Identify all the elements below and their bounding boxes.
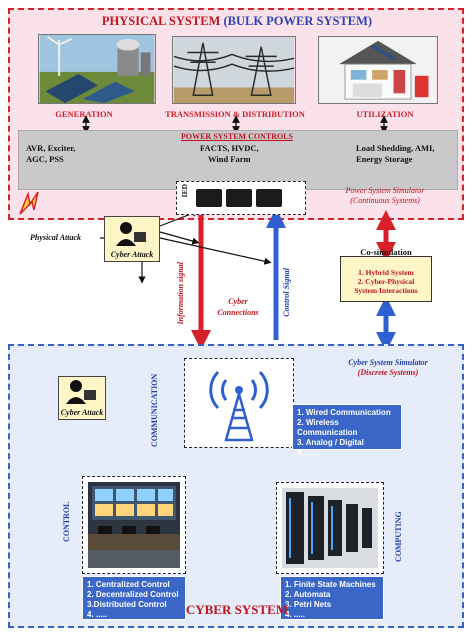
control-room-photo xyxy=(88,482,180,568)
lightning-icon xyxy=(19,191,39,215)
solar-wind-generation-photo xyxy=(38,34,156,104)
power-system-simulator-label: Power System Simulator(Continuous System… xyxy=(345,186,425,205)
controls-transmission-text: FACTS, HVDC,Wind Farm xyxy=(200,143,259,164)
physical-system-title: PHYSICAL SYSTEM (BULK POWER SYSTEM) xyxy=(101,14,373,28)
smart-home-photo xyxy=(318,36,438,104)
communication-label: COMMUNICATION xyxy=(150,373,159,447)
co-simulation-items: 1. Hybrid System 2. Cyber-Physical Syste… xyxy=(354,268,418,295)
cyber-attack-bottom-label: Cyber Attack xyxy=(60,408,104,417)
transmission-tower-photo xyxy=(172,36,296,104)
co-simulation-box xyxy=(340,256,432,302)
information-signal-label: Information signal xyxy=(176,262,185,325)
power-system-controls-title: POWER SYSTEM CONTROLS xyxy=(180,132,294,141)
cyber-system-title: CYBER SYSTEM xyxy=(185,602,289,617)
ied-device-icon xyxy=(256,189,282,207)
generation-label: GENERATION xyxy=(55,109,113,119)
communication-panel xyxy=(184,358,294,448)
hacker-icon xyxy=(116,222,146,246)
transmission-distribution-label: TRANSMISSION & DISTRIBUTION xyxy=(165,109,305,119)
utilization-label: UTILIZATION xyxy=(356,109,414,119)
computing-label: COMPUTING xyxy=(394,511,403,563)
ied-device-icon xyxy=(226,189,252,207)
control-signal-label: Control Signal xyxy=(282,268,291,317)
cyber-attack-bottom xyxy=(58,376,106,420)
physical-attack-label: Physical Attack xyxy=(30,233,82,242)
cyber-system-simulator-label: Cyber System Simulator(Discrete Systems) xyxy=(348,358,428,377)
cyber-attack-top-label: Cyber Attack xyxy=(110,250,154,259)
wireless-tower-icon xyxy=(209,370,269,442)
controls-utilization-text: Load Shedding, AMI,Energy Storage xyxy=(356,143,435,164)
co-simulation-title: Co-simulation xyxy=(360,247,412,257)
ied-device-icon xyxy=(196,189,222,207)
control-label: CONTROL xyxy=(62,501,71,543)
hacker-icon xyxy=(66,380,96,404)
controls-generation-text: AVR, Exciter,AGC, PSS xyxy=(26,143,76,164)
server-rack-photo xyxy=(282,488,378,568)
cyber-attack-top xyxy=(104,216,160,262)
ied-label: IED xyxy=(180,184,189,198)
